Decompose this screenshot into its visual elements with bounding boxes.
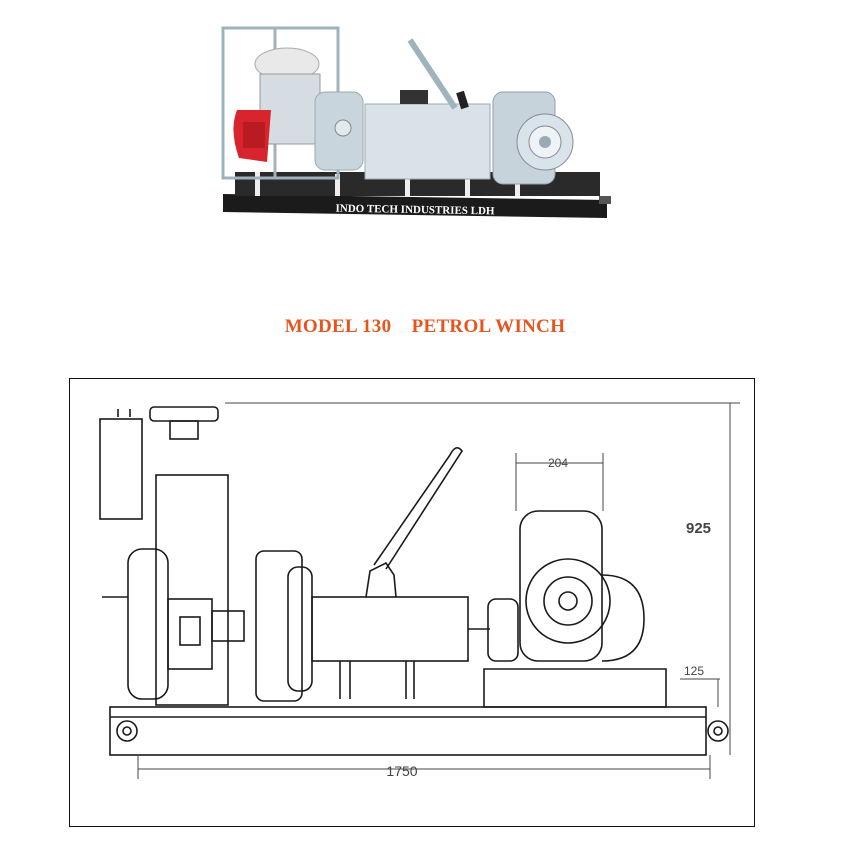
- technical-drawing: 204 925 125 1750: [69, 378, 755, 827]
- gearbox-outline: [311, 447, 490, 699]
- dimension-height: 925: [686, 520, 711, 537]
- brand-label: INDO TECH INDUSTRIES LDH: [335, 203, 495, 218]
- product-photo: INDO TECH INDUSTRIES LDH: [215, 22, 615, 232]
- page-title: MODEL 130 PETROL WINCH: [284, 316, 566, 337]
- winch-drum: [492, 91, 574, 185]
- base-channel: [109, 706, 729, 756]
- dimension-base-height: 125: [684, 664, 704, 678]
- gearbox: [364, 38, 491, 180]
- petrol-engine: [233, 47, 364, 171]
- dimension-length: 1750: [386, 763, 417, 779]
- motor-outline: [483, 510, 667, 708]
- engine-outline: [99, 406, 313, 706]
- dimension-lines: [137, 402, 740, 779]
- dimension-motor-width: 204: [548, 456, 568, 470]
